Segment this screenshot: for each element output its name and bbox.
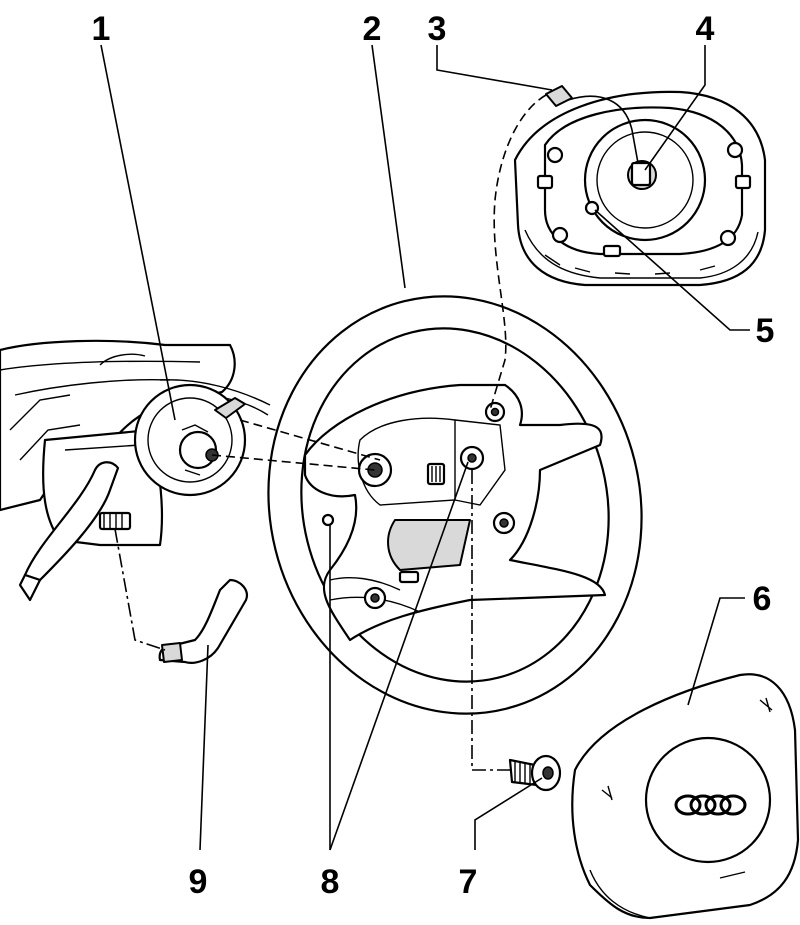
airbag-cover <box>571 673 800 920</box>
callout-7: 7 <box>459 863 478 901</box>
leader-lines <box>100 44 750 851</box>
hub-recess-lower <box>387 519 471 571</box>
hub-tab <box>398 570 420 584</box>
airbag-mount-left <box>584 200 600 216</box>
callout-2: 2 <box>363 10 382 48</box>
trim-bracket-clip <box>161 642 183 663</box>
callout-labels: 1 2 3 4 5 6 7 8 9 <box>92 10 775 901</box>
callout-1: 1 <box>92 10 111 48</box>
callout-4: 4 <box>696 10 715 48</box>
callout-9: 9 <box>189 863 208 901</box>
clock-spring-tab <box>214 397 246 419</box>
airbag-wire <box>567 95 639 164</box>
airbag-connector-plug <box>545 85 573 107</box>
callout-5: 5 <box>756 312 775 350</box>
column-trim-bracket <box>158 578 248 664</box>
airbag-bolt <box>508 754 562 792</box>
callout-6: 6 <box>753 580 772 618</box>
four-rings-emblem-icon <box>674 794 747 816</box>
callout-8: 8 <box>321 863 340 901</box>
assembly-lines <box>114 94 547 771</box>
steering-column-assembly <box>0 339 271 602</box>
trim-bracket-body <box>158 578 248 664</box>
column-stalk <box>23 461 120 582</box>
wheel-fixing-hole-left <box>321 513 335 527</box>
airbag-unit-rear <box>513 85 767 287</box>
steering-wheel <box>267 295 643 715</box>
stalk-tip <box>18 573 42 602</box>
callout-3: 3 <box>428 10 447 48</box>
wheel-hub <box>303 383 607 642</box>
